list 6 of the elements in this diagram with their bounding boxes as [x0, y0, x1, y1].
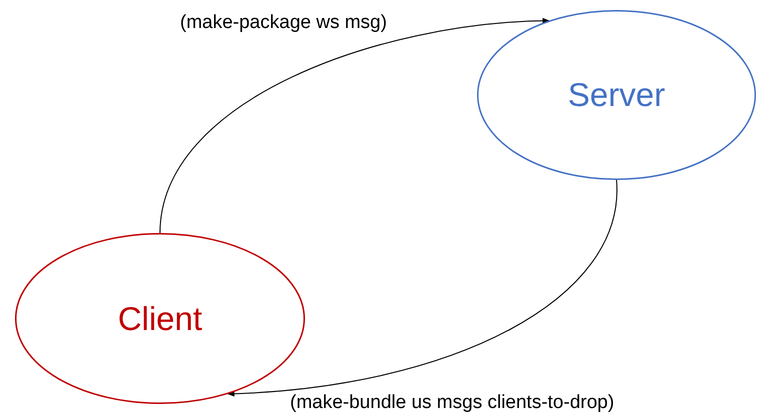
node-label: Server	[568, 76, 666, 114]
node-label: Client	[118, 300, 202, 338]
curved-arrow	[227, 180, 617, 396]
edge-label: (make-bundle us msgs clients-to-drop)	[290, 392, 614, 414]
edge-label: (make-package ws msg)	[180, 12, 387, 34]
curved-arrow	[160, 18, 550, 234]
